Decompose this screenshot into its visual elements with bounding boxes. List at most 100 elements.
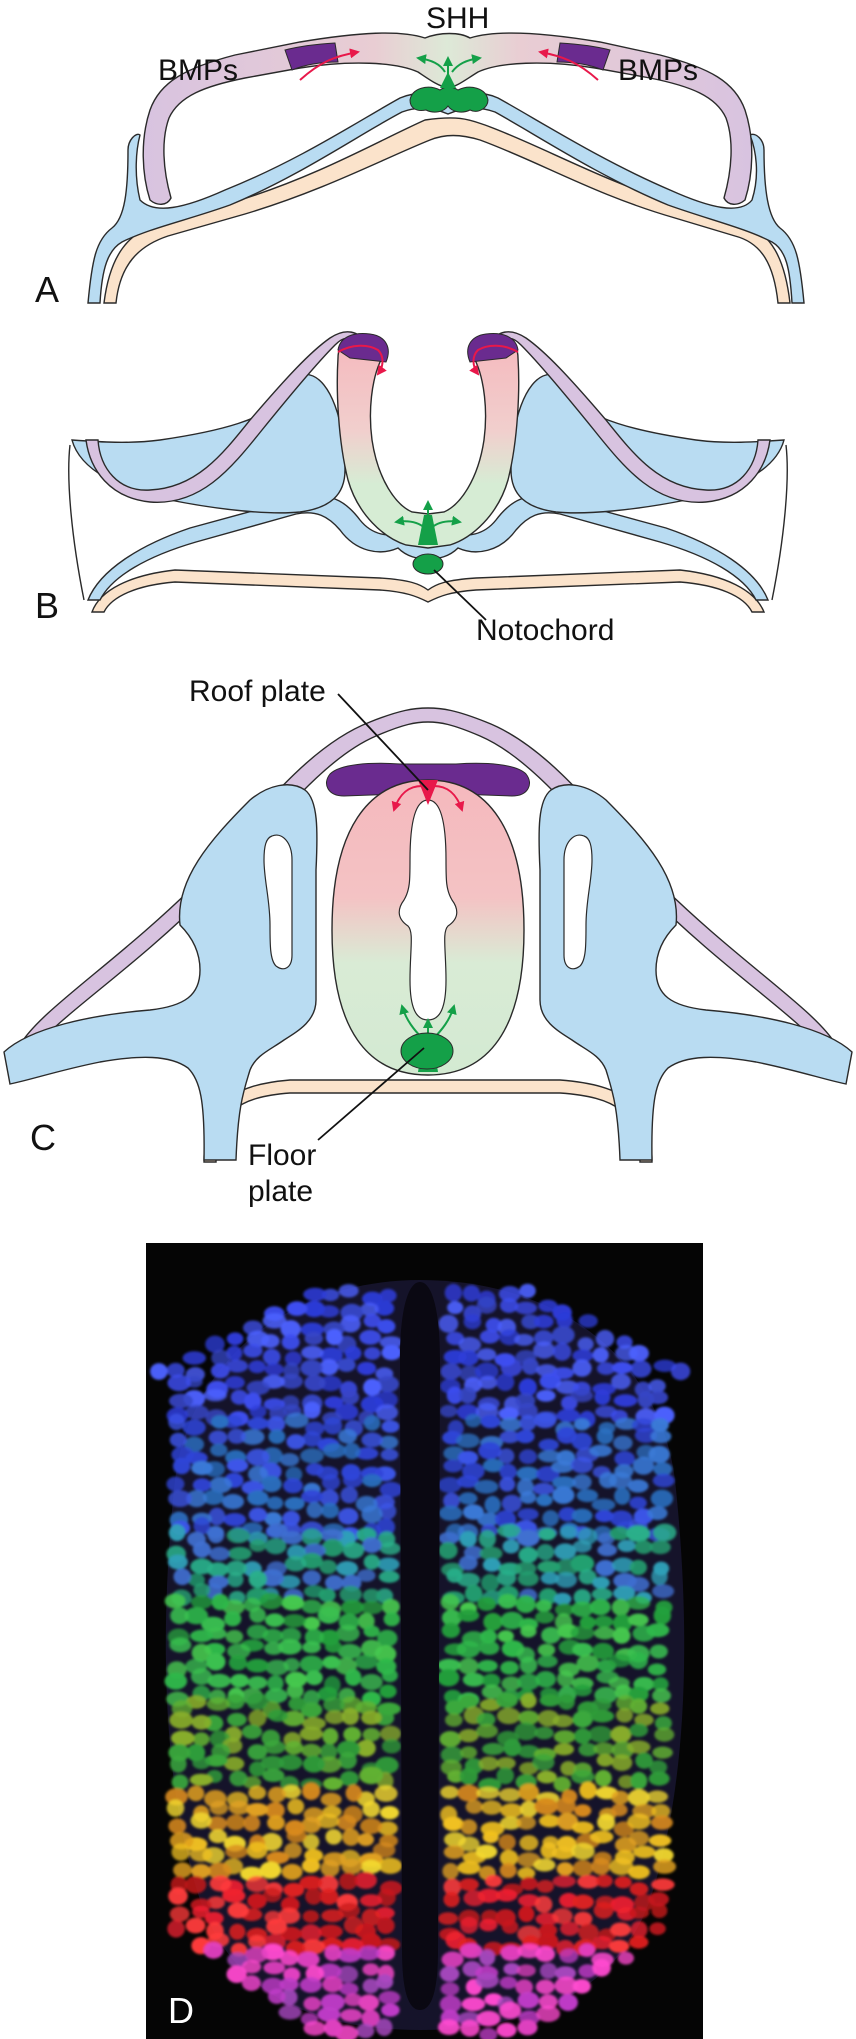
cell-nucleus: [211, 1415, 229, 1429]
bmp-arrow-left-a: [299, 48, 360, 81]
cell-nucleus: [474, 1479, 499, 1494]
cell-nucleus: [304, 1585, 325, 1598]
cell-nucleus: [303, 2021, 326, 2036]
cell-nucleus: [209, 1476, 232, 1494]
cell-nucleus: [379, 1684, 397, 1699]
cell-nucleus: [437, 2019, 460, 2035]
cell-nucleus: [572, 1821, 594, 1834]
cell-nucleus: [338, 1751, 357, 1770]
cell-nucleus: [340, 1770, 359, 1787]
cell-nucleus: [378, 1570, 400, 1583]
cell-nucleus: [303, 1996, 321, 2011]
cell-nucleus: [626, 1525, 651, 1542]
shh-arrow-left-b: [394, 515, 426, 529]
label-shh: SHH: [426, 2, 489, 35]
cell-nucleus: [654, 1727, 675, 1742]
cell-nucleus: [498, 1834, 516, 1851]
cell-nucleus: [322, 1443, 347, 1459]
cell-nucleus: [305, 1887, 323, 1905]
cell-nucleus: [533, 1412, 557, 1429]
cell-nucleus: [651, 1567, 668, 1586]
cell-nucleus: [460, 1746, 478, 1759]
cell-nucleus: [441, 1622, 461, 1639]
cell-nucleus: [437, 1912, 459, 1925]
cell-nucleus: [288, 1697, 306, 1711]
cell-nucleus: [299, 1655, 324, 1673]
cell-nucleus: [649, 1760, 668, 1775]
mesoderm-edge-left-b: [68, 444, 85, 601]
cell-nucleus: [483, 1612, 503, 1631]
cell-nucleus: [374, 1785, 398, 1802]
cell-nucleus: [594, 1769, 612, 1787]
cell-nucleus: [303, 1689, 320, 1707]
cell-nucleus: [319, 1347, 343, 1364]
cell-nucleus: [560, 1761, 577, 1776]
cell-nucleus: [301, 1939, 326, 1955]
cell-nucleus: [651, 1804, 671, 1819]
cell-nucleus: [438, 1505, 463, 1521]
cell-nucleus: [301, 1599, 322, 1614]
cell-nucleus: [653, 1859, 677, 1874]
cell-nucleus: [456, 1640, 481, 1658]
bmp-arrow-right-a: [538, 48, 599, 81]
cell-nucleus: [539, 1814, 561, 1828]
bmp-arrow-left-b: [337, 344, 387, 376]
cell-nucleus: [377, 1821, 398, 1836]
cell-nucleus: [536, 1494, 553, 1507]
cell-nucleus: [628, 1865, 650, 1880]
cell-nucleus: [281, 1595, 305, 1611]
cell-nucleus: [482, 1558, 501, 1572]
cell-nucleus: [323, 1697, 345, 1713]
cell-nucleus: [168, 1490, 192, 1507]
cell-nucleus: [628, 1686, 649, 1703]
cell-nucleus: [376, 1974, 394, 1990]
cell-nucleus: [614, 1876, 632, 1889]
cell-nucleus: [499, 1463, 517, 1480]
cell-nucleus: [207, 1816, 227, 1832]
cell-nucleus: [572, 1642, 593, 1657]
cell-nucleus: [474, 1362, 499, 1381]
cell-nucleus: [538, 1932, 559, 1950]
cell-nucleus: [629, 1906, 650, 1919]
cell-nucleus: [500, 1945, 522, 1961]
cell-nucleus: [171, 1446, 194, 1463]
cell-nucleus: [480, 1629, 497, 1644]
cell-nucleus: [182, 1419, 206, 1436]
cell-nucleus: [343, 1916, 364, 1934]
cell-nucleus: [222, 1888, 246, 1903]
cell-nucleus: [447, 1301, 464, 1315]
cell-nucleus: [306, 1501, 323, 1519]
cell-nucleus: [191, 1643, 212, 1662]
cell-nucleus: [299, 1875, 323, 1890]
cell-nucleus: [302, 1570, 322, 1586]
cell-nucleus: [320, 1743, 338, 1761]
cell-nucleus: [265, 1802, 285, 1819]
cell-nucleus: [381, 1345, 402, 1361]
cell-nucleus: [596, 1362, 616, 1375]
cell-nucleus: [325, 1829, 343, 1845]
cell-nucleus: [482, 1673, 501, 1688]
cell-nucleus: [445, 1700, 465, 1715]
cell-nucleus: [229, 1770, 248, 1787]
cell-nucleus: [479, 1949, 496, 1966]
cell-nucleus: [207, 1862, 232, 1880]
cell-nucleus: [320, 1859, 340, 1877]
cell-nucleus: [167, 1374, 191, 1392]
cell-nucleus: [267, 1786, 286, 1803]
cell-nucleus: [541, 1627, 561, 1644]
cell-nucleus: [458, 1836, 480, 1852]
cell-nucleus: [189, 1846, 213, 1862]
cell-nucleus: [375, 1756, 399, 1774]
cell-nucleus: [597, 1543, 617, 1557]
cell-nucleus: [225, 1376, 245, 1389]
cell-nucleus: [515, 1979, 533, 1995]
cell-nucleus: [259, 1592, 283, 1610]
cell-nucleus: [381, 1598, 400, 1615]
cell-nucleus: [589, 1598, 611, 1616]
cell-nucleus: [588, 1725, 613, 1743]
cell-nucleus: [227, 1643, 251, 1660]
cell-nucleus: [629, 1345, 649, 1362]
cell-nucleus: [611, 1361, 633, 1374]
cell-nucleus: [589, 1830, 614, 1844]
cell-nucleus: [477, 1659, 498, 1672]
